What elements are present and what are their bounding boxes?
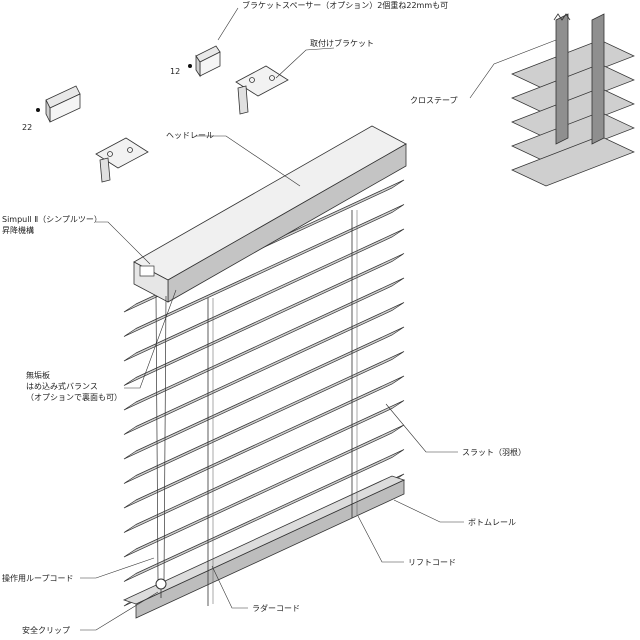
leader-lift-cord <box>357 515 404 563</box>
slat <box>123 253 405 386</box>
label-simpull-1: Simpull Ⅱ（シンプルツー） <box>2 215 102 224</box>
slat <box>123 326 405 460</box>
slat <box>123 351 405 484</box>
leader-slat <box>385 403 458 453</box>
cross-tape-tear <box>553 13 571 21</box>
label-ladder-cord: ラダーコード <box>252 603 300 613</box>
label-loop-cord: 操作用ループコード <box>2 573 74 583</box>
spacer-22 <box>36 85 81 123</box>
leader-safety-clip <box>80 591 159 631</box>
label-slat: スラット（羽根） <box>462 447 526 457</box>
leader-bracket-spacer <box>217 7 239 41</box>
label-lift-cord: リフトコード <box>408 558 456 567</box>
main-blind <box>122 125 407 619</box>
label-spacer-22: 22 <box>22 123 32 132</box>
leader-ladder-cord <box>211 565 248 609</box>
leader-valance <box>124 289 177 389</box>
slat <box>123 204 405 337</box>
cross-tape-detail <box>511 13 635 187</box>
simpull-box <box>139 265 155 277</box>
mount-bracket-right <box>235 65 289 115</box>
cross-tape-strip-right <box>591 13 605 145</box>
leader-bottom-rail <box>393 499 464 523</box>
label-valance-3: （オプションで裏面も可） <box>26 392 122 402</box>
leader-mount-bracket <box>275 47 335 79</box>
head-rail <box>133 125 407 303</box>
leader-cross-tape <box>469 39 557 99</box>
mount-bracket-left <box>95 137 149 183</box>
cross-tape-strip-left <box>555 13 569 145</box>
label-cross-tape: クロステープ <box>410 96 458 105</box>
leader-lines <box>80 7 557 631</box>
head-rail-top <box>133 125 407 281</box>
slat <box>123 375 405 509</box>
tape-slat <box>511 135 635 187</box>
label-safety-clip: 安全クリップ <box>22 625 70 635</box>
slat <box>123 302 405 435</box>
slat <box>123 449 405 582</box>
bottom-rail <box>122 475 406 619</box>
label-valance-2: はめ込み式バランス <box>26 381 98 391</box>
spacer-12 <box>188 45 221 78</box>
slat <box>123 277 405 411</box>
label-spacer-12: 12 <box>170 67 180 76</box>
label-valance-1: 無垢板 <box>26 370 50 380</box>
slat <box>123 424 405 558</box>
label-mount-bracket: 取付けブラケット <box>310 38 374 48</box>
leader-head-rail <box>196 135 301 187</box>
label-bracket-spacer: ブラケットスペーサー（オプション）2個重ね22mmも可 <box>242 0 448 10</box>
label-simpull-2: 昇降機構 <box>2 225 34 235</box>
safety-clip <box>155 578 167 590</box>
leader-loop-cord <box>80 557 155 579</box>
slat <box>123 400 405 533</box>
slat <box>123 228 405 362</box>
label-head-rail: ヘッドレール <box>166 131 214 140</box>
label-bottom-rail: ボトムレール <box>468 518 516 527</box>
leader-simpull <box>96 221 151 265</box>
